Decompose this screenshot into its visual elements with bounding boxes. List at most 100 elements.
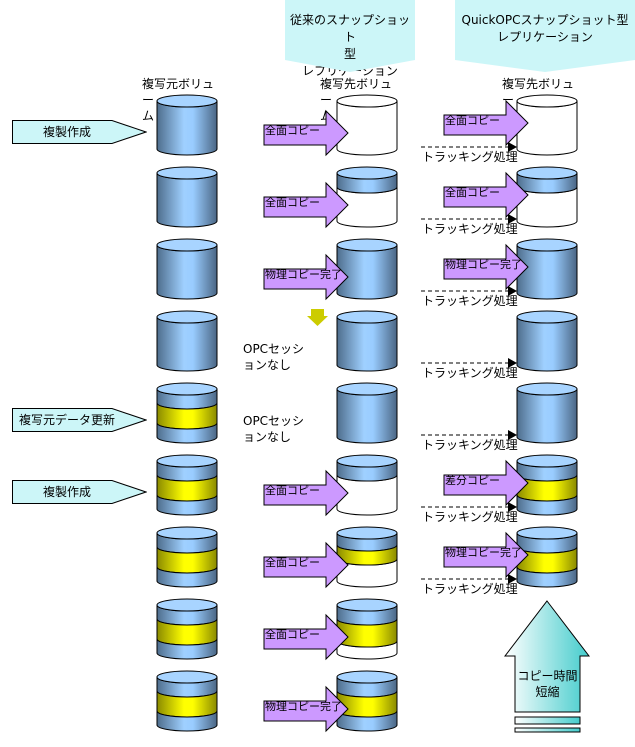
traditional-copy-arrow-1-label: 全面コピー — [265, 124, 320, 137]
arrowhead-icon — [508, 430, 517, 440]
quickopc-copy-arrow-6-label: 差分コピー — [445, 474, 500, 487]
copy-time-reduction-line-2: 短縮 — [535, 685, 560, 699]
dest-quickopc-volume-4 — [516, 310, 578, 372]
tracking-arrow-5-label: トラッキング処理 — [422, 438, 518, 452]
step-shape — [12, 480, 148, 504]
tracking-arrow-3-label: トラッキング処理 — [422, 294, 518, 308]
dest-traditional-volume-8 — [336, 598, 398, 660]
step-label: 複写元データ更新 — [18, 413, 115, 427]
down-arrow-icon — [307, 309, 328, 326]
arrowhead-icon — [508, 142, 517, 152]
banner-traditional-tip — [285, 60, 415, 72]
tracking-arrow-1-label: トラッキング処理 — [422, 150, 518, 164]
dest-quickopc-volume-6 — [516, 454, 578, 516]
source-volume-7 — [156, 526, 218, 588]
copy-time-reduction-arrow — [503, 600, 591, 733]
arrowhead-icon — [508, 286, 517, 296]
header-dest-traditional: 複写先ボリュー ム — [320, 76, 400, 124]
step-1: 複製作成 — [12, 120, 148, 147]
copy-time-reduction-line-1: コピー時間 — [517, 669, 578, 683]
step-label: 複製作成 — [42, 125, 91, 139]
traditional-copy-arrow-8-label: 全面コピー — [265, 628, 320, 641]
banner-traditional-line-2: 型 — [343, 47, 356, 61]
quickopc-copy-arrow-2-label: 全面コピー — [445, 186, 500, 199]
quickopc-copy-arrow-2 — [443, 171, 529, 219]
traditional-copy-arrow-2 — [263, 181, 349, 229]
traditional-copy-arrow-1 — [263, 109, 349, 157]
banner-quickopc-line-1: QuickOPCスナップショット型 — [461, 13, 629, 27]
tracking-arrow-5 — [421, 430, 517, 440]
tracking-arrow-7-label: トラッキング処理 — [422, 582, 518, 596]
header-dest-quick-line-1: 複写先ボリュー — [502, 77, 575, 107]
step-label: 複製作成 — [42, 485, 91, 499]
step-3: 複製作成 — [12, 480, 148, 507]
tracking-arrow-1 — [421, 142, 517, 152]
dest-traditional-volume-7 — [336, 526, 398, 588]
dest-traditional-volume-2 — [336, 166, 398, 228]
header-source-volume: 複写元ボリュー ム — [142, 76, 222, 124]
arrowhead-icon — [508, 574, 517, 584]
traditional-copy-arrow-9-label: 物理コピー完了 — [265, 700, 342, 713]
tracking-arrow-4-label: トラッキング処理 — [422, 366, 518, 380]
traditional-copy-arrow-7-label: 全面コピー — [265, 556, 320, 569]
traditional-copy-arrow-3-label: 物理コピー完了 — [265, 268, 342, 281]
tracking-arrow-2-label: トラッキング処理 — [422, 222, 518, 236]
banner-quickopc: QuickOPCスナップショット型 レプリケーション — [455, 0, 635, 60]
arrowhead-icon — [508, 358, 517, 368]
dest-quickopc-volume-2 — [516, 166, 578, 228]
source-volume-3 — [156, 238, 218, 300]
tracking-arrow-6 — [421, 502, 517, 512]
header-dest-trad-line-1: 複写先ボリュー — [320, 77, 393, 107]
dest-quickopc-volume-1 — [516, 94, 578, 156]
dest-traditional-volume-3 — [336, 238, 398, 300]
traditional-copy-arrow-6-label: 全面コピー — [265, 484, 320, 497]
base-bar-1 — [514, 716, 581, 725]
traditional-note-4: OPCセッションなし — [243, 342, 305, 372]
quickopc-copy-arrow-3 — [443, 243, 529, 291]
banner-traditional-line-1: 従来のスナップショット — [289, 13, 410, 44]
base-bar-2 — [514, 727, 581, 733]
tracking-arrow-4 — [421, 358, 517, 368]
traditional-copy-arrow-2-label: 全面コピー — [265, 196, 320, 209]
step-2: 複写元データ更新 — [12, 408, 148, 435]
source-volume-8 — [156, 598, 218, 660]
source-volume-2 — [156, 166, 218, 228]
quickopc-copy-arrow-7-label: 物理コピー完了 — [445, 546, 522, 559]
tracking-arrow-7 — [421, 574, 517, 584]
dest-traditional-volume-5 — [336, 382, 398, 444]
header-source-line-1: 複写元ボリュー — [142, 77, 215, 107]
tracking-arrow-2 — [421, 214, 517, 224]
arrowhead-icon — [508, 214, 517, 224]
traditional-copy-arrow-8 — [263, 613, 349, 661]
copy-time-reduction-label: コピー時間短縮 — [515, 668, 580, 700]
dest-quickopc-volume-3 — [516, 238, 578, 300]
banner-quickopc-tip — [455, 60, 635, 72]
traditional-copy-arrow-9 — [263, 685, 349, 733]
tracking-arrow-3 — [421, 286, 517, 296]
dest-traditional-volume-9 — [336, 670, 398, 732]
source-volume-9 — [156, 670, 218, 732]
dest-traditional-volume-6 — [336, 454, 398, 516]
source-volume-1 — [156, 94, 218, 156]
dest-traditional-volume-1 — [336, 94, 398, 156]
traditional-copy-arrow-6 — [263, 469, 349, 517]
source-volume-4 — [156, 310, 218, 372]
quickopc-copy-arrow-1 — [443, 99, 529, 147]
source-volume-6 — [156, 454, 218, 516]
dest-traditional-volume-4 — [336, 310, 398, 372]
quickopc-copy-arrow-7 — [443, 531, 529, 579]
dest-quickopc-volume-5 — [516, 382, 578, 444]
traditional-copy-arrow-3 — [263, 253, 349, 301]
arrowhead-icon — [508, 502, 517, 512]
step-shape — [12, 408, 148, 432]
dest-quickopc-volume-7 — [516, 526, 578, 588]
quickopc-copy-arrow-3-label: 物理コピー完了 — [445, 258, 522, 271]
source-volume-5 — [156, 382, 218, 444]
traditional-note-5: OPCセッションなし — [243, 414, 305, 444]
banner-quickopc-line-2: レプリケーション — [497, 30, 593, 44]
quickopc-copy-arrow-6 — [443, 459, 529, 507]
tracking-arrow-6-label: トラッキング処理 — [422, 510, 518, 524]
quickopc-copy-arrow-1-label: 全面コピー — [445, 114, 500, 127]
traditional-copy-arrow-7 — [263, 541, 349, 589]
